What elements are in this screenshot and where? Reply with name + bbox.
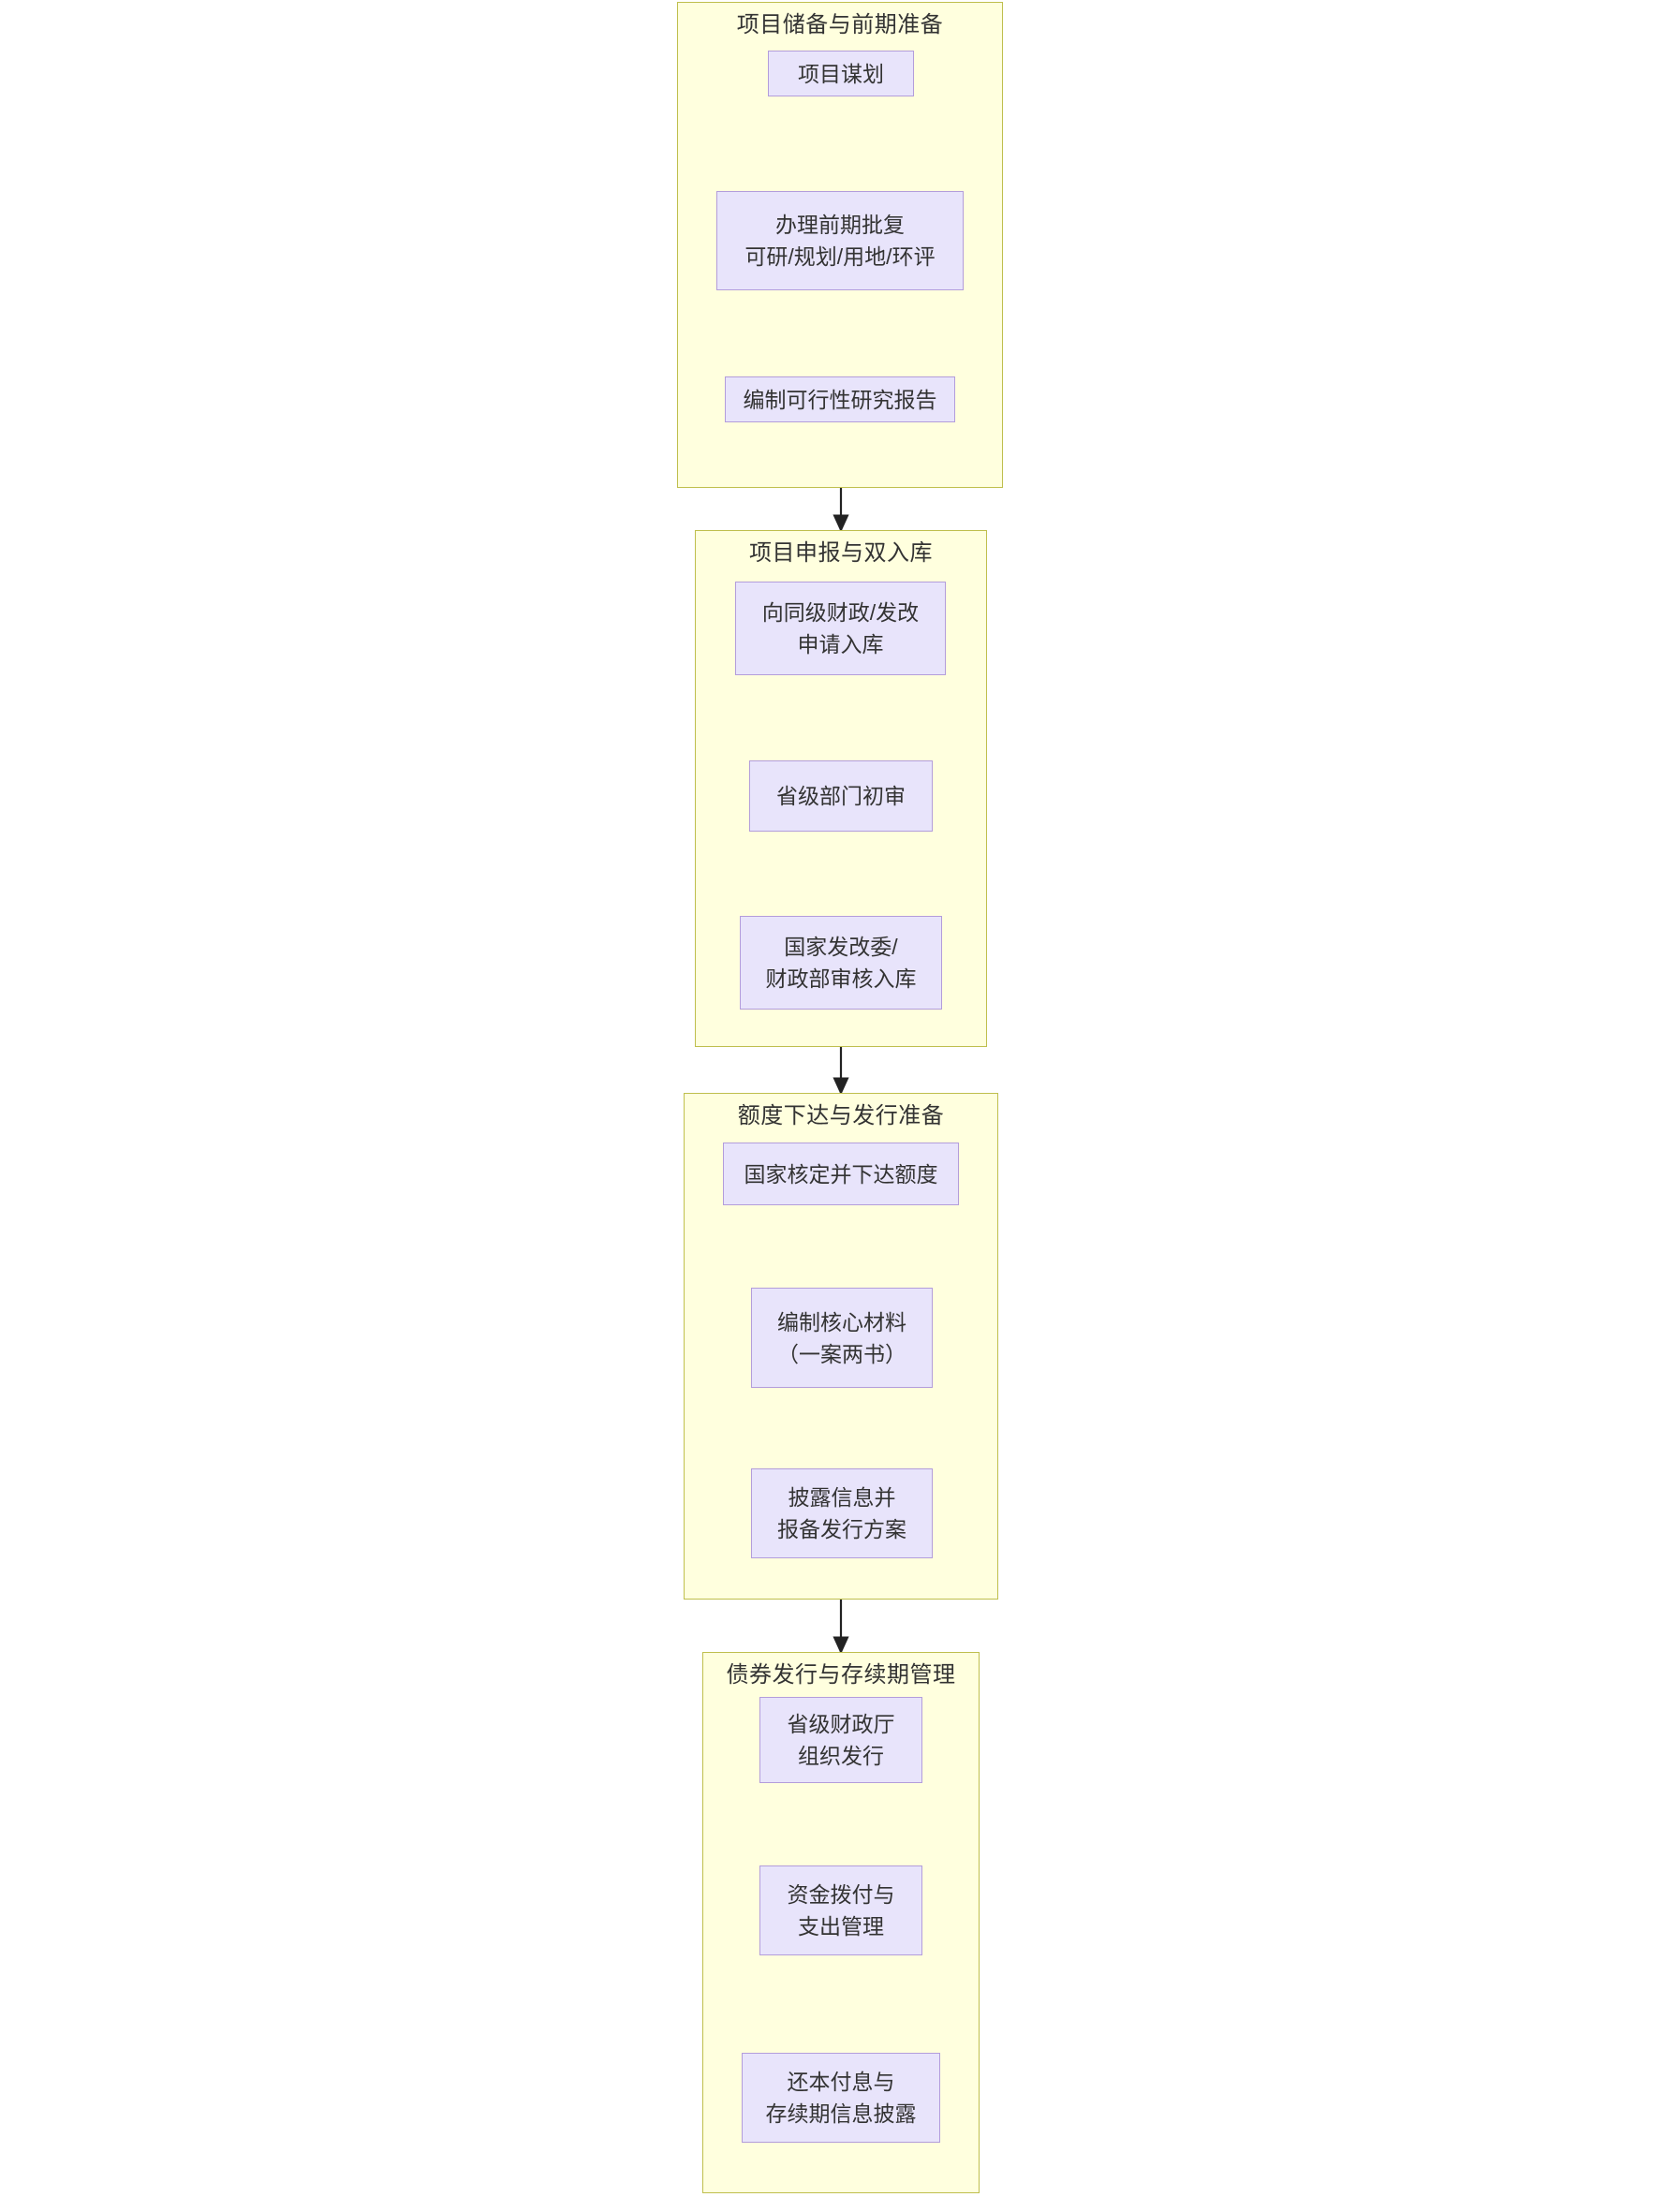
node-label-line: 资金拨付与 xyxy=(787,1882,895,1907)
node-core-materials[interactable]: 编制核心材料 （一案两书） xyxy=(751,1288,933,1388)
node-label-line: 国家发改委/ xyxy=(784,935,898,959)
node-label-line: 向同级财政/发改 xyxy=(761,600,920,625)
node-label-line: 披露信息并 xyxy=(788,1485,896,1510)
node-fund-allocation[interactable]: 资金拨付与 支出管理 xyxy=(759,1865,922,1955)
cluster-stage4-title: 债券发行与存续期管理 xyxy=(726,1662,956,1688)
node-label-line: 可研/规划/用地/环评 xyxy=(744,244,936,269)
node-label-line: （一案两书） xyxy=(777,1341,906,1366)
node-label-line: 存续期信息披露 xyxy=(765,2101,917,2126)
node-label-line: 财政部审核入库 xyxy=(765,966,917,991)
node-feasibility-report[interactable]: 编制可行性研究报告 xyxy=(725,376,955,422)
node-provincial-review[interactable]: 省级部门初审 xyxy=(749,760,933,832)
node-quota-allocation[interactable]: 国家核定并下达额度 xyxy=(723,1143,959,1205)
node-label-line: 项目谋划 xyxy=(798,61,884,86)
node-label-line: 还本付息与 xyxy=(787,2070,895,2094)
node-label-line: 办理前期批复 xyxy=(775,213,905,237)
node-repayment-disclosure[interactable]: 还本付息与 存续期信息披露 xyxy=(742,2053,940,2143)
node-label-line: 支出管理 xyxy=(798,1914,884,1939)
node-label-line: 申请入库 xyxy=(797,632,884,656)
node-label-line: 编制可行性研究报告 xyxy=(743,387,937,412)
node-label-line: 省级财政厅 xyxy=(787,1712,895,1736)
node-project-planning[interactable]: 项目谋划 xyxy=(768,51,914,96)
node-apply-to-finance-ndrc[interactable]: 向同级财政/发改 申请入库 xyxy=(735,582,946,675)
node-preliminary-approval[interactable]: 办理前期批复 可研/规划/用地/环评 xyxy=(716,191,964,290)
node-label-line: 国家核定并下达额度 xyxy=(744,1161,938,1187)
node-label-line: 组织发行 xyxy=(798,1744,884,1768)
cluster-stage1-title: 项目储备与前期准备 xyxy=(736,12,944,37)
node-label-line: 编制核心材料 xyxy=(777,1309,906,1334)
node-label-line: 报备发行方案 xyxy=(777,1517,906,1541)
cluster-stage2-title: 项目申报与双入库 xyxy=(749,540,933,566)
node-provincial-issuance[interactable]: 省级财政厅 组织发行 xyxy=(759,1697,922,1783)
node-label-line: 省级部门初审 xyxy=(776,784,906,808)
cluster-stage3-title: 额度下达与发行准备 xyxy=(737,1103,945,1128)
node-disclose-and-file-plan[interactable]: 披露信息并 报备发行方案 xyxy=(751,1468,933,1558)
node-national-review-entry[interactable]: 国家发改委/ 财政部审核入库 xyxy=(740,916,942,1010)
